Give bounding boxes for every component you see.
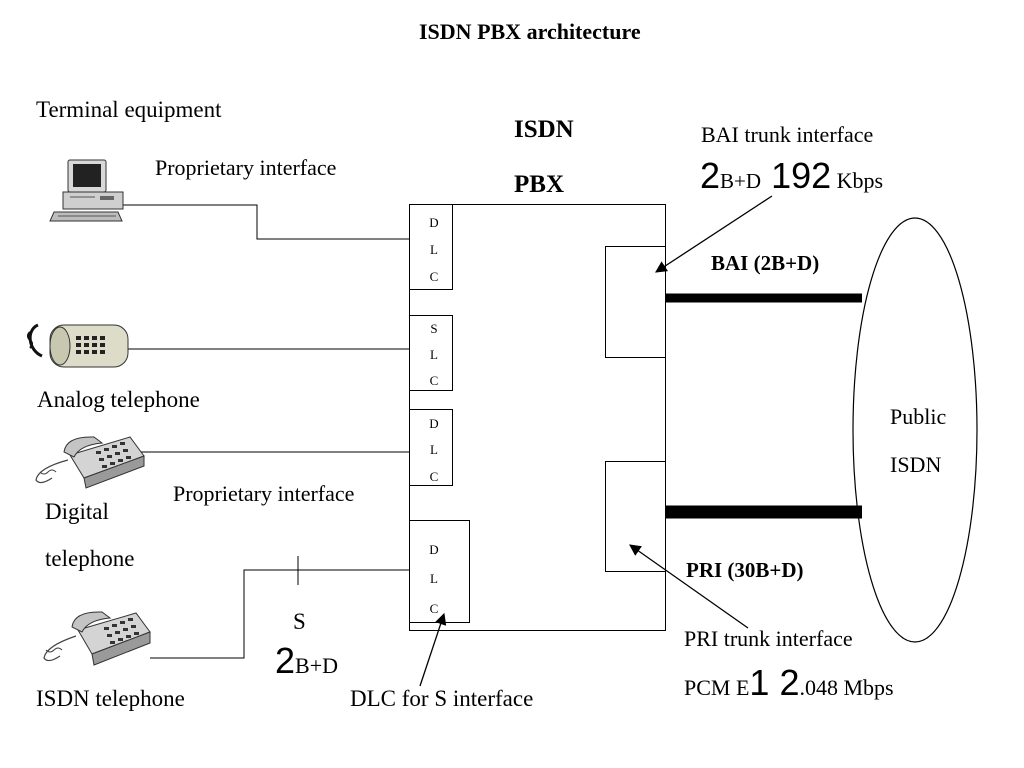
pri-rate-label: PCM E1 2.048 Mbps	[684, 665, 894, 701]
dlc-for-s-label: DLC for S interface	[350, 686, 534, 711]
card-letter: D	[429, 542, 439, 557]
pri-arrow	[629, 544, 749, 629]
pbx-heading: PBX	[514, 171, 564, 198]
slc-card: S L C	[409, 315, 453, 391]
s-rate-channels: 2	[275, 640, 296, 681]
card-letter: S	[430, 321, 438, 336]
bai-label: BAI (2B+D)	[711, 251, 820, 275]
isdn-telephone-label: ISDN telephone	[36, 686, 185, 711]
isdn-telephone-icon	[43, 611, 151, 666]
bai-rate-value: 192	[771, 155, 832, 196]
public-label: Public	[890, 404, 947, 429]
bai-arrow	[655, 195, 773, 273]
card-letter: C	[429, 373, 439, 388]
isdn-line	[150, 569, 409, 659]
pri-trunk-interface-label: PRI trunk interface	[684, 626, 853, 651]
analog-telephone-label: Analog telephone	[37, 387, 200, 412]
bai-rate-bd: B+D	[720, 169, 762, 193]
computer-terminal-icon	[49, 159, 124, 222]
dlc-card-1: D L C	[409, 204, 453, 290]
card-letter: C	[429, 601, 439, 616]
card-letter: D	[429, 416, 439, 431]
pri-label: PRI (30B+D)	[686, 558, 804, 582]
s-interface-label: S	[293, 609, 306, 634]
bai-rate-label: 2B+D 192 Kbps	[700, 158, 883, 194]
pri-rate-two: 2	[779, 662, 800, 703]
dlc-s-arrow	[419, 612, 447, 687]
dlc-card-s: D L C	[409, 520, 470, 623]
public-isdn-ellipse	[852, 217, 978, 643]
dlc-card-2: D L C	[409, 409, 453, 486]
isdn-heading: ISDN	[514, 116, 574, 143]
bai-trunk-interface-label: BAI trunk interface	[701, 122, 874, 147]
card-letter: D	[429, 215, 439, 230]
proprietary-interface-label-1: Proprietary interface	[155, 155, 337, 180]
card-letter: L	[430, 571, 438, 586]
proprietary-interface-label-2: Proprietary interface	[173, 481, 355, 506]
analog-telephone-icon	[27, 323, 129, 368]
telephone-label: telephone	[45, 546, 135, 571]
card-letter: L	[430, 242, 438, 257]
s-rate-label: 2B+D	[275, 643, 338, 679]
terminal-equipment-label: Terminal equipment	[36, 97, 222, 122]
digital-label: Digital	[45, 499, 109, 524]
card-letter: L	[430, 442, 438, 457]
bai-rate-channels: 2	[700, 155, 721, 196]
card-letter: C	[429, 469, 439, 484]
public-isdn-label: ISDN	[890, 452, 942, 477]
pri-rate-rest: .048 Mbps	[799, 675, 894, 700]
card-letter: C	[429, 269, 439, 284]
digital-telephone-icon	[35, 436, 145, 489]
card-letter: L	[430, 347, 438, 362]
bai-rate-unit: Kbps	[836, 168, 884, 193]
pri-rate-prefix: PCM E	[684, 675, 750, 700]
page-title: ISDN PBX architecture	[419, 19, 641, 44]
terminal-line	[120, 204, 409, 240]
s-rate-bd: B+D	[295, 653, 338, 678]
pri-rate-one: 1	[749, 662, 770, 703]
